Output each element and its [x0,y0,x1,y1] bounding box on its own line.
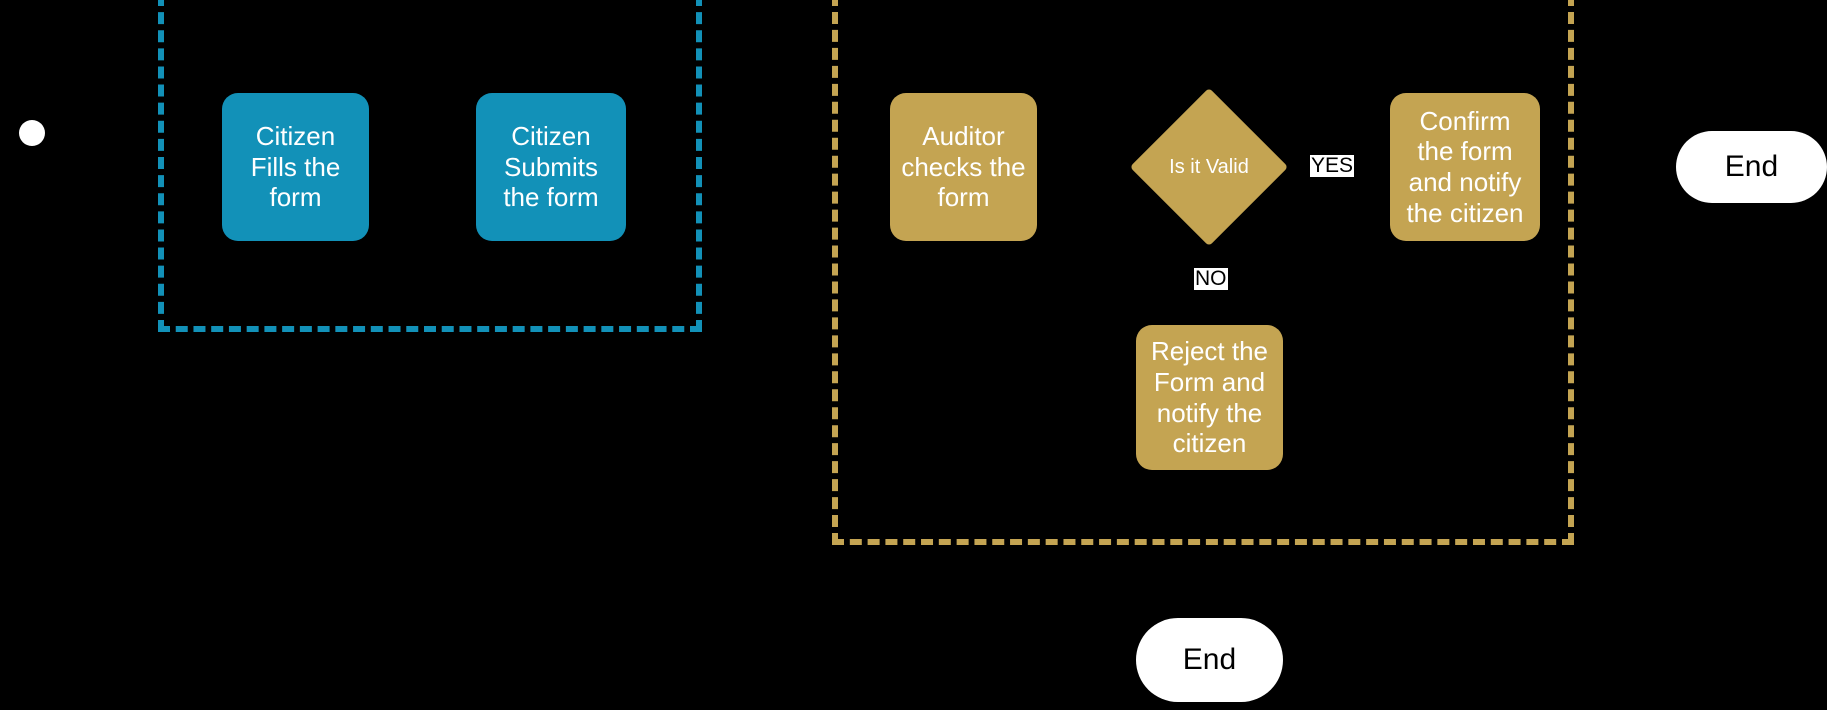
node-label: End [1724,150,1779,184]
node-label: Auditor checks the form [901,120,1026,213]
node-auditor-checks-the-form[interactable]: Auditor checks the form [890,93,1037,241]
node-label: Reject the Form and notify the citizen [1150,336,1269,459]
node-label: End [1182,643,1237,677]
node-label: Confirm the form and notify the citizen [1406,105,1524,228]
node-end-right[interactable]: End [1676,131,1827,203]
node-confirm-the-form-and-notify-the-citizen[interactable]: Confirm the form and notify the citizen [1390,93,1540,241]
edge-label-no: NO [1194,267,1228,291]
node-label: Is it Valid [1169,155,1249,178]
node-end-bottom[interactable]: End [1136,618,1283,702]
node-label: Citizen Submits the form [503,120,599,213]
swimlane-auditor [832,0,1574,545]
node-is-it-valid-decision[interactable]: Is it Valid [1129,87,1289,247]
node-citizen-fills-the-form[interactable]: Citizen Fills the form [222,93,369,241]
edge-label-yes: YES [1310,154,1355,178]
start-node-dot[interactable] [19,120,45,146]
node-reject-the-form-and-notify-the-citizen[interactable]: Reject the Form and notify the citizen [1136,325,1283,470]
node-label: Citizen Fills the form [250,120,341,213]
swimlane-citizen [158,0,702,332]
node-citizen-submits-the-form[interactable]: Citizen Submits the form [476,93,626,241]
